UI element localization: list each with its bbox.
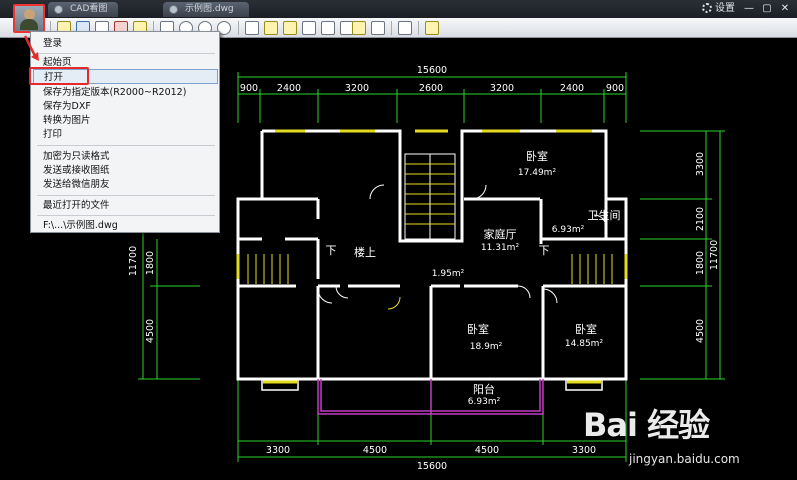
- stair-label: 下: [539, 244, 550, 257]
- zoom-extents-icon[interactable]: [217, 21, 231, 35]
- menu-item-recent-files[interactable]: 最近打开的文件: [43, 200, 110, 211]
- menu-item-convert-to-image[interactable]: 转换为图片: [43, 115, 91, 126]
- left-dimension: 1800: [145, 251, 156, 275]
- settings-label: 设置: [715, 3, 735, 14]
- room-area: 18.9m²: [470, 342, 503, 352]
- right-dimension: 3300: [695, 152, 706, 176]
- room-area: 1.95m²: [432, 269, 465, 279]
- menu-item-save-as-version[interactable]: 保存为指定版本(R2000~R2012): [43, 87, 187, 98]
- staircase: [247, 153, 613, 284]
- area-measure-icon[interactable]: [371, 21, 385, 35]
- file-menu: 登录 起始页 打开 保存为指定版本(R2000~R2012) 保存为DXF 转换…: [30, 31, 220, 233]
- settings-button[interactable]: 设置: [702, 2, 735, 16]
- right-dimension: 1800: [695, 251, 706, 275]
- top-dimension: 900: [240, 83, 258, 94]
- menu-item-save-as-dxf[interactable]: 保存为DXF: [43, 101, 91, 112]
- floor-plan: 15600 900 2400 3200 2600 3200 2400 900 3…: [128, 65, 725, 472]
- room-name: 卧室: [575, 322, 597, 336]
- right-dimension: 2100: [695, 207, 706, 231]
- user-avatar-button[interactable]: [13, 4, 45, 33]
- menu-item-send-wechat[interactable]: 发送给微信朋友: [43, 179, 110, 190]
- app-icon: [54, 5, 63, 14]
- top-overall-dimension: 15600: [417, 65, 447, 76]
- toolbar-separator: [50, 21, 51, 35]
- watermark-logo: Bai 经验: [583, 406, 710, 444]
- redo-icon[interactable]: [321, 21, 335, 35]
- top-dimension: 2400: [277, 83, 301, 94]
- menu-item-encrypt-readonly[interactable]: 加密为只读格式: [43, 151, 110, 162]
- room-area: 11.31m²: [481, 243, 520, 253]
- top-dimension: 2400: [560, 83, 584, 94]
- menu-item-login[interactable]: 登录: [43, 38, 63, 49]
- left-overall-dimension: 11700: [128, 246, 139, 276]
- room-name: 卧室: [526, 149, 548, 163]
- tab-label: CAD看图: [70, 4, 108, 14]
- minimize-button[interactable]: —: [744, 3, 754, 14]
- menu-separator: [37, 53, 215, 54]
- tab-cad-viewer[interactable]: CAD看图: [48, 2, 118, 17]
- walls: [236, 129, 628, 381]
- bottom-overall-dimension: 15600: [417, 461, 447, 472]
- room-area: 14.85m²: [565, 339, 604, 349]
- gear-icon: [702, 3, 712, 13]
- tab-label: 示例图.dwg: [185, 4, 234, 14]
- undo-icon[interactable]: [302, 21, 316, 35]
- toolbar-separator: [238, 21, 239, 35]
- watermark-url: jingyan.baidu.com: [629, 452, 740, 466]
- toolbar-separator: [153, 21, 154, 35]
- menu-item-recent-file[interactable]: F:\...\示例图.dwg: [43, 220, 118, 231]
- layers-icon[interactable]: [398, 21, 412, 35]
- room-name: 阳台: [473, 382, 495, 396]
- room-name: 家庭厅: [484, 227, 517, 241]
- arrow-annotation-icon: [23, 35, 39, 61]
- pencil-icon[interactable]: [264, 21, 278, 35]
- room-area: 6.93m²: [552, 225, 585, 235]
- menu-item-start-page[interactable]: 起始页: [43, 57, 72, 68]
- highlight-box: [29, 67, 89, 85]
- close-button[interactable]: ✕: [780, 3, 790, 14]
- top-dimension: 2600: [419, 83, 443, 94]
- menu-separator: [37, 145, 215, 146]
- top-dimension: 900: [606, 83, 624, 94]
- door-swings: [317, 184, 607, 310]
- menu-item-print[interactable]: 打印: [43, 129, 63, 140]
- room-name: 卫生间: [588, 208, 621, 222]
- maximize-button[interactable]: ▢: [762, 3, 772, 14]
- top-dimension: 3200: [345, 83, 369, 94]
- text-icon[interactable]: [245, 21, 259, 35]
- toolbar-separator: [418, 21, 419, 35]
- stair-label: 楼上: [354, 245, 376, 259]
- left-dimension: 4500: [145, 319, 156, 343]
- right-dimension: 4500: [695, 319, 706, 343]
- right-overall-dimension: 11700: [709, 240, 720, 270]
- bottom-dimension: 4500: [475, 445, 499, 456]
- file-icon: [169, 5, 178, 14]
- menu-separator: [37, 195, 215, 196]
- bottom-dimension: 4500: [363, 445, 387, 456]
- bottom-dimension: 3300: [572, 445, 596, 456]
- ruler-icon[interactable]: [352, 21, 366, 35]
- room-area: 17.49m²: [518, 168, 557, 178]
- title-bar: CAD看图 示例图.dwg 设置 — ▢ ✕: [0, 0, 797, 18]
- menu-separator: [37, 215, 215, 216]
- avatar-body: [20, 19, 38, 30]
- menu-item-send-receive[interactable]: 发送或接收图纸: [43, 165, 110, 176]
- bottom-dimension: 3300: [266, 445, 290, 456]
- top-dimension: 3200: [490, 83, 514, 94]
- dimension-labels: 15600 900 2400 3200 2600 3200 2400 900 3…: [128, 65, 720, 472]
- edit-icon[interactable]: [425, 21, 439, 35]
- highlighter-icon[interactable]: [283, 21, 297, 35]
- avatar-head: [24, 9, 35, 20]
- room-labels: 卧室 17.49m² 家庭厅 11.31m² 卫生间 6.93m² 下 楼上 1…: [326, 149, 621, 407]
- baidu-watermark: Bai 经验 jingyan.baidu.com: [581, 394, 781, 474]
- toolbar-separator: [391, 21, 392, 35]
- room-area: 6.93m²: [468, 397, 501, 407]
- tab-drawing-file[interactable]: 示例图.dwg: [163, 2, 249, 17]
- balcony: [261, 378, 603, 415]
- windows: [236, 129, 628, 384]
- room-name: 卧室: [467, 322, 489, 336]
- stair-label: 下: [326, 244, 337, 257]
- menu-item-open[interactable]: 打开: [33, 69, 218, 84]
